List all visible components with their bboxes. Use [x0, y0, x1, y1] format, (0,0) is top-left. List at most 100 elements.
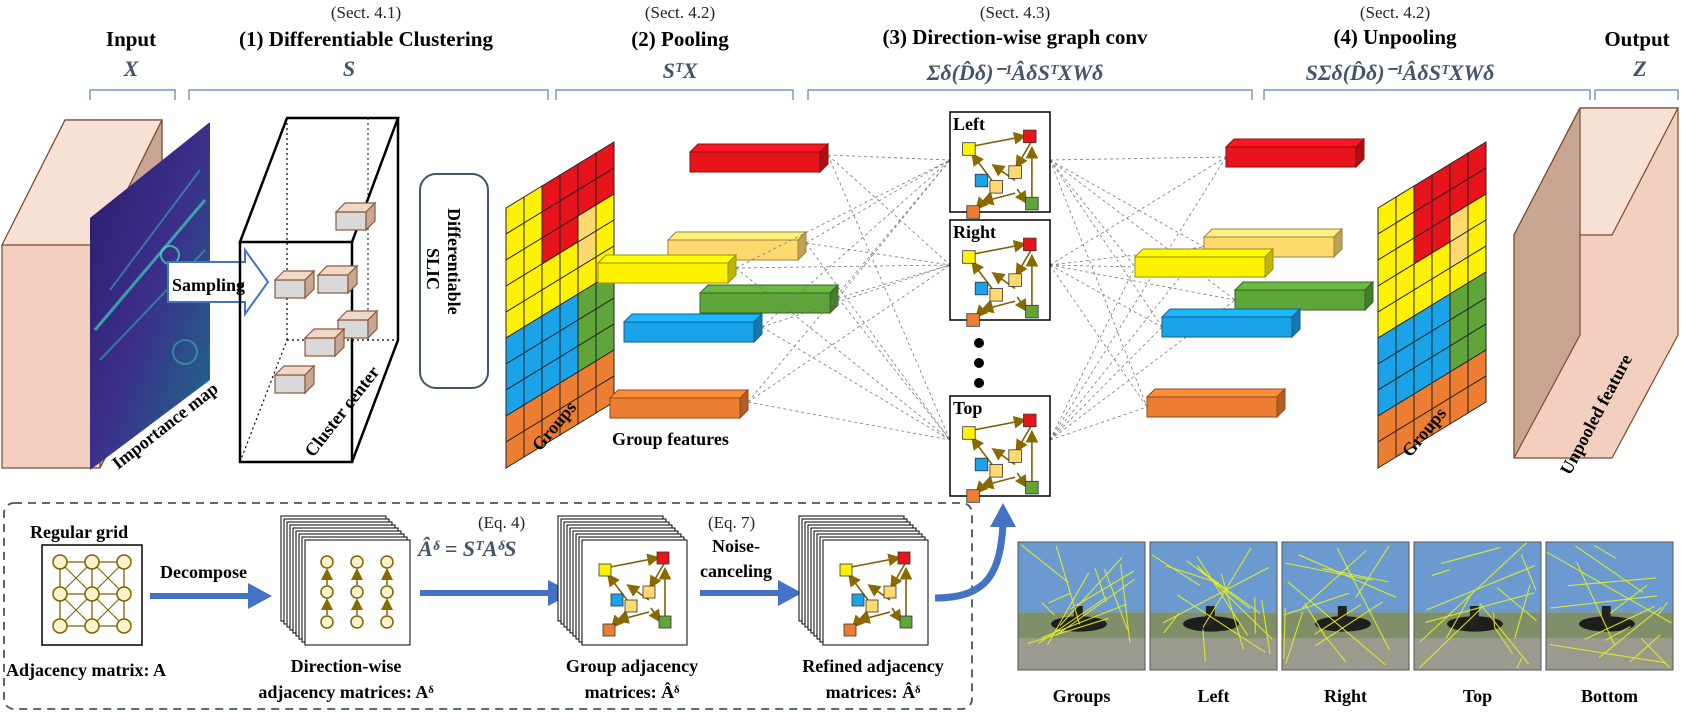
stage-sect-unpooling: (Sect. 4.2)	[1360, 3, 1430, 22]
direction-box-top: Top	[949, 395, 1051, 503]
direction-box-left: Left	[949, 111, 1051, 219]
feature-bar	[1224, 137, 1366, 169]
stage-title-pooling: (2) Pooling	[631, 27, 729, 51]
feature-bar	[608, 388, 750, 420]
photo-caption: Bottom	[1581, 686, 1638, 706]
sampling-label: Sampling	[172, 275, 245, 295]
grid-node	[52, 618, 68, 634]
photo-left: Left	[1149, 541, 1278, 706]
grid-node	[84, 618, 100, 634]
grid-node	[116, 586, 132, 602]
dirwise-label-line1: Direction-wise	[291, 656, 402, 676]
noise-label-line2: canceling	[700, 561, 772, 581]
grid-node	[84, 586, 100, 602]
decompose-label: Decompose	[160, 562, 247, 582]
stage-title-input: Input	[106, 27, 156, 51]
stage-math-input: X	[123, 56, 140, 81]
direction-box-label: Left	[953, 114, 985, 134]
groups-grid-left	[505, 141, 615, 469]
group-feature-bars-left	[596, 142, 840, 420]
cluster-cube	[336, 309, 379, 340]
slic-box: Differentiable SLIC	[419, 173, 489, 389]
eq4-label: (Eq. 4)	[478, 513, 525, 532]
group-adjacency-stack	[557, 515, 688, 646]
refined-adjacency-stack	[798, 515, 929, 646]
stage-sect-clustering: (Sect. 4.1)	[331, 3, 401, 22]
group-adj-label-line2: matrices: Âᵟ	[585, 681, 680, 702]
eq4-arrow: (Eq. 4) Âᵟ = SᵀAᵟS	[416, 513, 573, 606]
header-unpooling: (Sect. 4.2) (4) Unpooling SΣδ(D̂δ)⁻¹ÂδSᵀ…	[1263, 3, 1591, 100]
eq7-arrow: (Eq. 7) Noise- canceling	[700, 513, 802, 606]
refined-label-line2: matrices: Âᵟ	[826, 681, 921, 702]
bottom-panel-frame	[3, 502, 973, 710]
group-feature-bars-right	[1133, 137, 1375, 419]
regular-grid-title: Regular grid	[30, 522, 128, 542]
grid-node	[52, 554, 68, 570]
bracket-input	[89, 89, 176, 100]
header-clustering: (Sect. 4.1) (1) Differentiable Clusterin…	[188, 3, 549, 100]
photo-caption: Top	[1463, 686, 1492, 706]
output-feature-slab: Unpooled feature	[1513, 107, 1679, 478]
cluster-cube	[273, 269, 316, 300]
photo-right: Right	[1281, 541, 1410, 706]
grid-cell	[1467, 375, 1487, 414]
sampling-arrow: Sampling	[167, 246, 270, 318]
cluster-cube	[316, 264, 359, 295]
graph-connections	[735, 154, 1236, 441]
decompose-arrow: Decompose	[150, 562, 272, 609]
feature-bar	[596, 253, 738, 285]
feature-bar	[1160, 307, 1302, 339]
stage-title-clustering: (1) Differentiable Clustering	[239, 27, 493, 51]
direction-box-right: Right	[949, 219, 1051, 327]
stage-math-output: Z	[1632, 56, 1646, 81]
cluster-center-cubes	[273, 201, 379, 395]
groups-grid-right	[1377, 141, 1487, 469]
stage-sect-pooling: (Sect. 4.2)	[645, 3, 715, 22]
bracket-graphconv	[807, 89, 1253, 100]
photo-groups: Groups	[1017, 541, 1146, 706]
eq4-formula: Âᵟ = SᵀAᵟS	[416, 536, 516, 561]
slic-label-line2: SLIC	[423, 248, 443, 290]
photo-caption: Right	[1324, 686, 1367, 706]
noise-label-line1: Noise-	[712, 536, 760, 556]
direction-box-label: Top	[953, 398, 982, 418]
cluster-center-box	[238, 116, 400, 464]
cluster-cube	[273, 364, 316, 395]
stage-sect-graphconv: (Sect. 4.3)	[980, 3, 1050, 22]
feature-bar	[622, 312, 764, 344]
bracket-output	[1594, 89, 1679, 100]
regular-grid-graph	[41, 544, 143, 646]
photo-caption: Left	[1198, 686, 1230, 706]
stack-page	[581, 539, 688, 646]
feature-bar	[1233, 280, 1375, 312]
direction-wise-adjacency-stack	[280, 515, 411, 646]
stage-math-clustering: S	[343, 56, 355, 81]
stage-math-graphconv: Σδ(D̂δ)⁻¹ÂδSᵀXWδ	[926, 60, 1104, 85]
feature-bar	[688, 142, 830, 174]
header-graphconv: (Sect. 4.3) (3) Direction-wise graph con…	[807, 3, 1253, 100]
stage-title-output: Output	[1604, 27, 1669, 51]
photo-bottom: Bottom	[1545, 541, 1674, 706]
grid-node	[84, 554, 100, 570]
group-adj-label-line1: Group adjacency	[566, 656, 698, 676]
adjacency-a-label: Adjacency matrix: A	[6, 660, 166, 680]
eq7-label: (Eq. 7)	[708, 513, 755, 532]
feature-bar	[698, 283, 840, 315]
feature-bar	[1145, 387, 1287, 419]
bracket-clustering	[188, 89, 549, 100]
grid-node	[116, 554, 132, 570]
group-features-label: Group features	[612, 429, 729, 449]
dirwise-label-line2: adjacency matrices: Aᵟ	[258, 682, 434, 702]
stage-math-unpooling: SΣδ(D̂δ)⁻¹ÂδSᵀXWδ	[1306, 60, 1495, 85]
grid-node	[52, 586, 68, 602]
direction-box-label: Right	[953, 222, 996, 242]
upward-flow-arrow	[934, 503, 1016, 602]
slic-label-line1: Differentiable	[444, 208, 464, 315]
cluster-cube	[303, 327, 346, 358]
ellipsis-dots	[974, 338, 984, 388]
stage-title-graphconv: (3) Direction-wise graph conv	[883, 25, 1148, 49]
feature-bar	[1133, 247, 1275, 279]
header-pooling: (Sect. 4.2) (2) Pooling SᵀX	[555, 3, 794, 100]
